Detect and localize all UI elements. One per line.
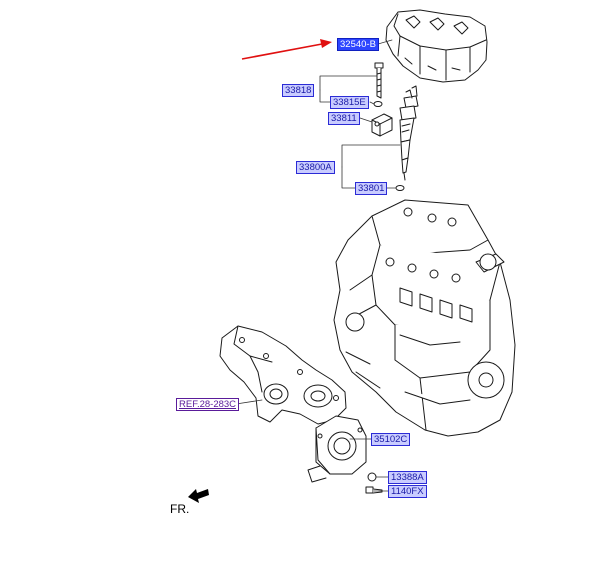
washer-part[interactable] (373, 101, 383, 107)
part-label-throttle-bolt[interactable]: 1140FX (388, 485, 427, 498)
front-direction-arrow-icon (188, 489, 209, 503)
part-label-cover[interactable]: 32540-B (337, 38, 379, 51)
pointer-arrow (241, 39, 332, 60)
part-label-throttle-body[interactable]: 35102C (371, 433, 411, 446)
part-label-clamp[interactable]: 33811 (328, 112, 360, 125)
throttle-bolt-part[interactable] (365, 486, 383, 494)
reference-label-intake-manifold[interactable]: REF.28-283C (176, 398, 240, 411)
bolt-part[interactable] (374, 62, 384, 99)
fuel-injector-part[interactable] (399, 85, 419, 181)
front-direction-label: FR. (170, 502, 190, 516)
sensor-plug-part[interactable] (367, 472, 377, 482)
part-label-sensor-plug[interactable]: 13388A (388, 471, 427, 484)
engine-block (333, 199, 516, 437)
throttle-body-part[interactable] (307, 415, 367, 483)
part-label-injector[interactable]: 33800A (296, 161, 335, 174)
clamp-part[interactable] (371, 113, 393, 137)
intake-manifold-part[interactable] (219, 325, 347, 425)
leader-lines (235, 39, 401, 492)
oring-part[interactable] (395, 185, 405, 191)
part-label-washer[interactable]: 33815E (330, 96, 369, 109)
engine-cover-part[interactable] (385, 9, 488, 83)
part-label-bolt[interactable]: 33818 (282, 84, 315, 97)
part-label-oring[interactable]: 33801 (355, 182, 388, 195)
